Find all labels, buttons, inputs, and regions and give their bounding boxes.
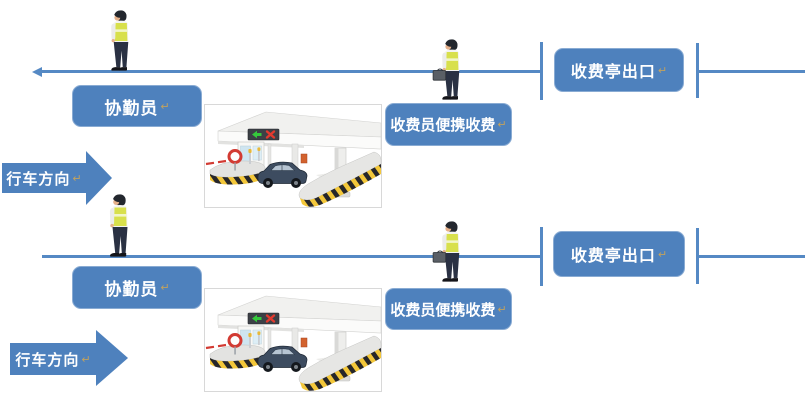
driving-direction-arrow-2: 行车方向↵ <box>10 330 130 387</box>
return-mark-icon: ↵ <box>657 63 668 77</box>
direction-arrow-head <box>96 330 128 386</box>
portable-collection-label: 收费员便携收费 <box>390 116 496 134</box>
return-mark-icon: ↵ <box>81 352 91 366</box>
direction-label: 行车方向 <box>15 350 80 369</box>
road-line-right-2 <box>698 255 805 258</box>
collector-figure-1 <box>431 38 473 102</box>
auxiliary-officer-label: 协勤员 <box>104 280 159 300</box>
booth-exit-box-1: 收费亭出口↵ <box>554 48 684 92</box>
toll-station-image-2 <box>204 287 382 393</box>
return-mark-icon: ↵ <box>497 118 507 131</box>
left-arrowhead-icon <box>32 67 42 77</box>
road-line-right-1 <box>698 70 805 73</box>
officer-figure-1 <box>111 10 129 71</box>
return-mark-icon: ↵ <box>497 302 507 316</box>
direction-arrow-body: 行车方向↵ <box>10 343 96 375</box>
auxiliary-officer-label: 协勤员 <box>104 98 159 119</box>
return-mark-icon: ↵ <box>160 99 170 113</box>
return-mark-icon: ↵ <box>72 171 82 185</box>
direction-arrow-head <box>86 151 112 205</box>
divider-tick-left-2 <box>540 227 543 286</box>
collector-figure-2 <box>431 220 473 284</box>
road-line-left-2 <box>42 255 542 258</box>
toll-station-image-1 <box>204 104 382 208</box>
portable-collection-label: 收费员便携收费 <box>390 300 496 319</box>
road-line-left-1 <box>40 70 542 73</box>
auxiliary-officer-box-2: 协勤员↵ <box>72 266 202 309</box>
return-mark-icon: ↵ <box>657 247 668 261</box>
divider-tick-left-1 <box>540 42 543 100</box>
divider-tick-right-2 <box>696 228 699 284</box>
booth-exit-box-2: 收费亭出口↵ <box>553 231 685 277</box>
portable-collection-box-1: 收费员便携收费↵ <box>385 103 512 146</box>
divider-tick-right-1 <box>696 43 699 98</box>
auxiliary-officer-box-1: 协勤员↵ <box>72 85 202 127</box>
booth-exit-label: 收费亭出口 <box>570 246 656 265</box>
officer-figure-2 <box>109 194 128 257</box>
portable-collection-box-2: 收费员便携收费↵ <box>385 288 512 330</box>
direction-label: 行车方向 <box>6 169 71 188</box>
direction-arrow-body: 行车方向↵ <box>2 163 86 193</box>
return-mark-icon: ↵ <box>160 281 170 294</box>
driving-direction-arrow-1: 行车方向↵ <box>2 151 112 205</box>
booth-exit-label: 收费亭出口 <box>570 62 656 81</box>
